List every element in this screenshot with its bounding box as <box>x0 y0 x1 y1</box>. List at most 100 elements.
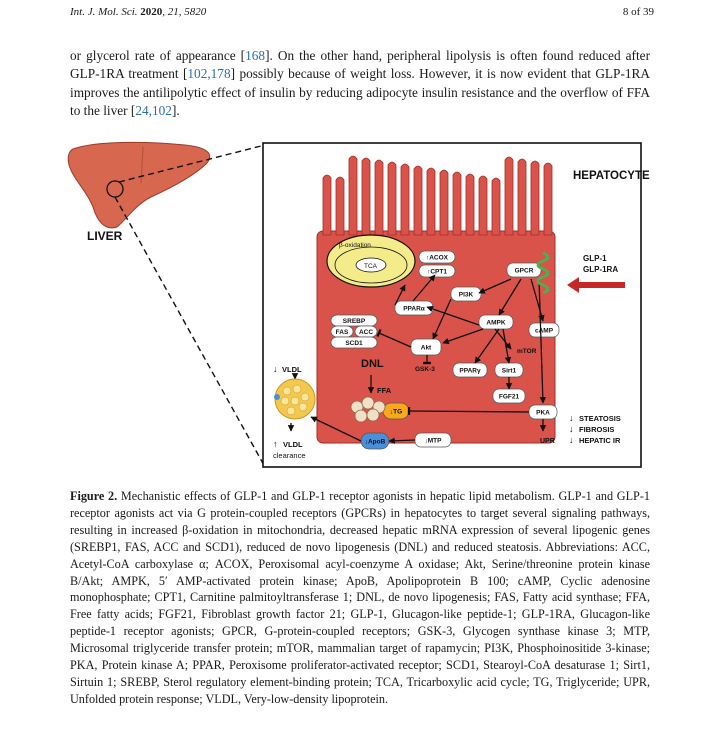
citation-link[interactable]: 102,178 <box>187 66 231 82</box>
microvillus <box>348 155 358 236</box>
mtor-label: mTOR <box>517 348 537 355</box>
tca-label: TCA <box>364 263 378 270</box>
akt-node: Akt <box>410 338 442 356</box>
activation-arrow <box>310 416 362 442</box>
activation-arrow <box>394 284 406 306</box>
activation-arrow <box>474 328 500 364</box>
microvillus <box>517 158 527 236</box>
vldl-clearance-label-2: clearance <box>273 451 306 460</box>
vldl-apob-dot <box>274 394 280 400</box>
microvillus <box>439 169 449 236</box>
pparg-node: PPARγ <box>452 362 488 378</box>
journal-volume: , 21, 5820 <box>162 6 207 18</box>
body-paragraph: or glycerol rate of appearance [168]. On… <box>70 47 650 121</box>
pka-label: PKA <box>536 410 550 417</box>
page-number: 8 of 39 <box>622 6 654 18</box>
figure-diagram: LIVER HEPATOCYTE β-oxidation TCA ↑ACOX↑C… <box>67 141 650 468</box>
microvillus <box>530 160 540 236</box>
caption-label: Figure 2. <box>70 489 118 503</box>
microvillus <box>478 175 488 236</box>
up-arrow-icon: ↑ <box>273 439 278 449</box>
hepatocyte-label: HEPATOCYTE <box>573 170 650 182</box>
mtp-node: ↓MTP <box>414 432 452 448</box>
citation-link[interactable]: 24,102 <box>135 103 172 119</box>
paragraph-text: ]. <box>171 103 180 119</box>
paragraph-text: ] possibly because of weight loss. Howev… <box>70 66 650 119</box>
fas-label: FAS <box>336 329 349 336</box>
ampk-node: AMPK <box>478 314 514 330</box>
glp1-ligand-arrowhead <box>567 277 579 293</box>
liver-label: LIVER <box>87 229 123 243</box>
mitochondrion-inner <box>334 246 408 284</box>
microvillus <box>335 176 345 236</box>
caption-text: Mechanistic effects of GLP-1 and GLP-1 r… <box>70 489 650 706</box>
acc-label: ACC <box>359 329 373 336</box>
steatosis-label: STEATOSIS <box>579 414 621 423</box>
glp1-receptor-coil <box>536 251 550 295</box>
tg-label: ↓TG <box>390 409 402 416</box>
fibrosis-label: FIBROSIS <box>579 425 614 434</box>
paragraph-text: ]. On the other hand, peripheral lipolys… <box>70 48 650 82</box>
down-arrow-icon: ↓ <box>569 435 574 445</box>
microvilli <box>322 155 553 236</box>
microvillus <box>543 162 553 236</box>
activation-arrow <box>426 305 480 326</box>
glp1ra-label: GLP-1RA <box>583 265 618 274</box>
activation-arrow <box>412 274 436 302</box>
tg-node: ↓TG <box>382 402 410 420</box>
ppara-label: PPARα <box>403 306 425 313</box>
activation-arrow <box>442 328 484 345</box>
journal-year: 2020 <box>140 6 163 18</box>
pparg-label: PPARγ <box>459 368 481 375</box>
down-arrow-icon: ↓ <box>569 424 574 434</box>
page-header: Int. J. Mol. Sci. 2020, 21, 5820 8 of 39 <box>70 6 654 22</box>
tca-cycle <box>355 257 387 273</box>
sirt1-label: Sirt1 <box>502 368 517 375</box>
liver-organ <box>67 141 211 229</box>
microvillus <box>426 167 436 236</box>
ppara-node: PPARα <box>394 300 434 316</box>
down-arrow-icon: ↓ <box>273 364 278 374</box>
srebp-node: SREBP <box>330 314 378 327</box>
sirt1-node: Sirt1 <box>494 362 524 378</box>
srebp-label: SREBP <box>343 318 366 325</box>
apob-label: ↓ApoB <box>365 439 386 446</box>
pka-node: PKA <box>528 404 558 420</box>
camp-node: cAMP <box>528 322 560 338</box>
pi3k-node: PI3K <box>450 286 482 302</box>
gpcr-label: GPCR <box>515 268 534 275</box>
scd1-label: SCD1 <box>345 340 363 347</box>
figure-caption: Figure 2. Mechanistic effects of GLP-1 a… <box>70 488 650 708</box>
gpcr-node: GPCR <box>506 262 542 278</box>
figure-2: LIVER HEPATOCYTE β-oxidation TCA ↑ACOX↑C… <box>55 135 655 475</box>
activation-arrow <box>388 437 416 445</box>
vldl-clearance-label-1: VLDL <box>283 440 303 449</box>
fas-node: FAS <box>330 325 354 338</box>
journal-name: Int. J. Mol. Sci. <box>70 6 138 18</box>
akt-label: Akt <box>421 345 432 352</box>
citation-link[interactable]: 168 <box>245 48 266 63</box>
microvillus <box>361 157 371 236</box>
hepatic-ir-label: HEPATIC IR <box>579 436 621 445</box>
paragraph-text: or glycerol rate of appearance [ <box>70 48 246 63</box>
activation-arrow <box>530 278 545 322</box>
vldl-texture <box>280 384 310 416</box>
activation-arrow <box>432 298 452 340</box>
journal-citation: Int. J. Mol. Sci. 2020, 21, 5820 <box>70 6 206 18</box>
down-arrow-icon: ↓ <box>569 413 574 423</box>
glp1-label: GLP-1 <box>583 254 607 263</box>
microvillus <box>387 161 397 236</box>
cpt1-node: ↑CPT1 <box>418 264 456 278</box>
mtp-label: ↓MTP <box>425 438 443 445</box>
acox-node: ↑ACOX <box>418 250 456 264</box>
camp-label: cAMP <box>535 328 554 335</box>
microvillus <box>504 156 514 236</box>
pi3k-label: PI3K <box>459 292 474 299</box>
scd1-node: SCD1 <box>330 336 378 349</box>
microvillus <box>465 173 475 236</box>
microvillus <box>374 159 384 236</box>
inhibition-arrow <box>376 328 412 348</box>
upr-label: UPR <box>540 438 555 445</box>
zoom-line-bottom <box>114 196 266 468</box>
acox-label: ↑ACOX <box>426 255 449 262</box>
